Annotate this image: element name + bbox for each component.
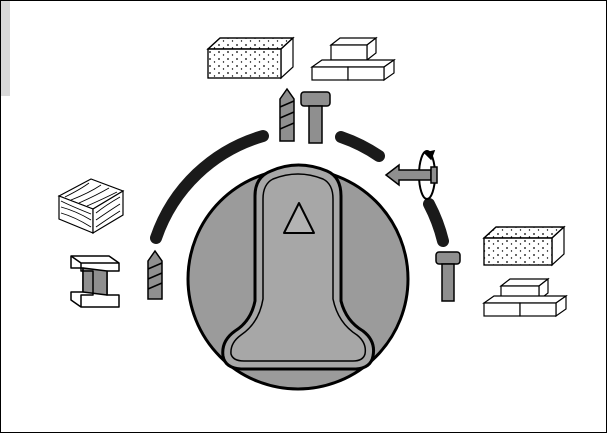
concrete-block-icon <box>482 225 566 267</box>
dial-knob-grip[interactable] <box>221 163 375 371</box>
corner-tab <box>1 1 10 96</box>
steel-beam-icon <box>70 255 120 308</box>
triangle-marker-icon <box>283 202 315 234</box>
drill-bit-icon <box>279 87 295 142</box>
screw-bit-icon <box>300 91 331 144</box>
brick-wall-icon <box>310 36 396 82</box>
drill-bit-icon <box>147 249 163 300</box>
screw-bit-icon <box>435 251 461 302</box>
brick-wall-icon <box>482 277 568 318</box>
rotation-arrow-icon <box>384 149 438 200</box>
concrete-block-icon <box>206 36 295 80</box>
wood-icon <box>57 178 125 235</box>
selector-dial[interactable] <box>186 163 410 391</box>
mode-arc <box>150 130 449 247</box>
